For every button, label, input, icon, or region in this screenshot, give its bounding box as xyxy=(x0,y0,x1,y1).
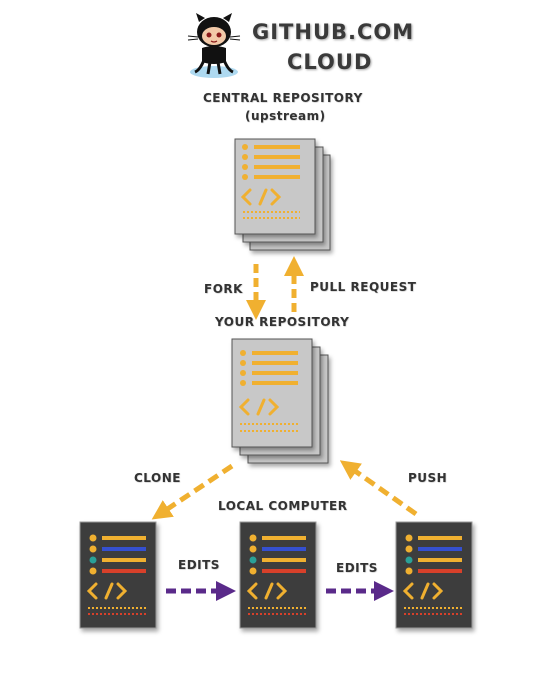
local-doc-center xyxy=(239,521,317,629)
clone-arrow xyxy=(151,463,234,520)
your-repository-stack xyxy=(231,338,329,464)
your-repository-title: YOUR REPOSITORY xyxy=(215,315,350,329)
pull-request-label: PULL REQUEST xyxy=(310,280,417,294)
local-computer-title: LOCAL COMPUTER xyxy=(218,499,348,513)
push-label: PUSH xyxy=(408,471,448,485)
octocat-icon xyxy=(187,13,241,78)
your-repo-doc-content xyxy=(238,350,300,432)
local-doc-left xyxy=(79,521,157,629)
central-repository-title: CENTRAL REPOSITORY xyxy=(203,91,363,105)
fork-label: FORK xyxy=(204,282,243,296)
central-repository-subtitle: (upstream) xyxy=(245,109,326,123)
edits-label-2: EDITS xyxy=(336,561,378,575)
clone-label: CLONE xyxy=(134,471,181,485)
header-title-line2: CLOUD xyxy=(287,50,373,74)
code-icon xyxy=(238,398,280,416)
code-icon xyxy=(240,188,282,206)
push-arrow xyxy=(339,460,418,517)
central-repository-stack xyxy=(234,138,331,251)
header-title-line1: GITHUB.COM xyxy=(252,20,415,44)
code-icon xyxy=(246,582,288,600)
central-doc-content xyxy=(240,144,300,219)
local-doc-right xyxy=(395,521,473,629)
edits-label-1: EDITS xyxy=(178,558,220,572)
code-icon xyxy=(86,582,128,600)
code-icon xyxy=(402,582,444,600)
